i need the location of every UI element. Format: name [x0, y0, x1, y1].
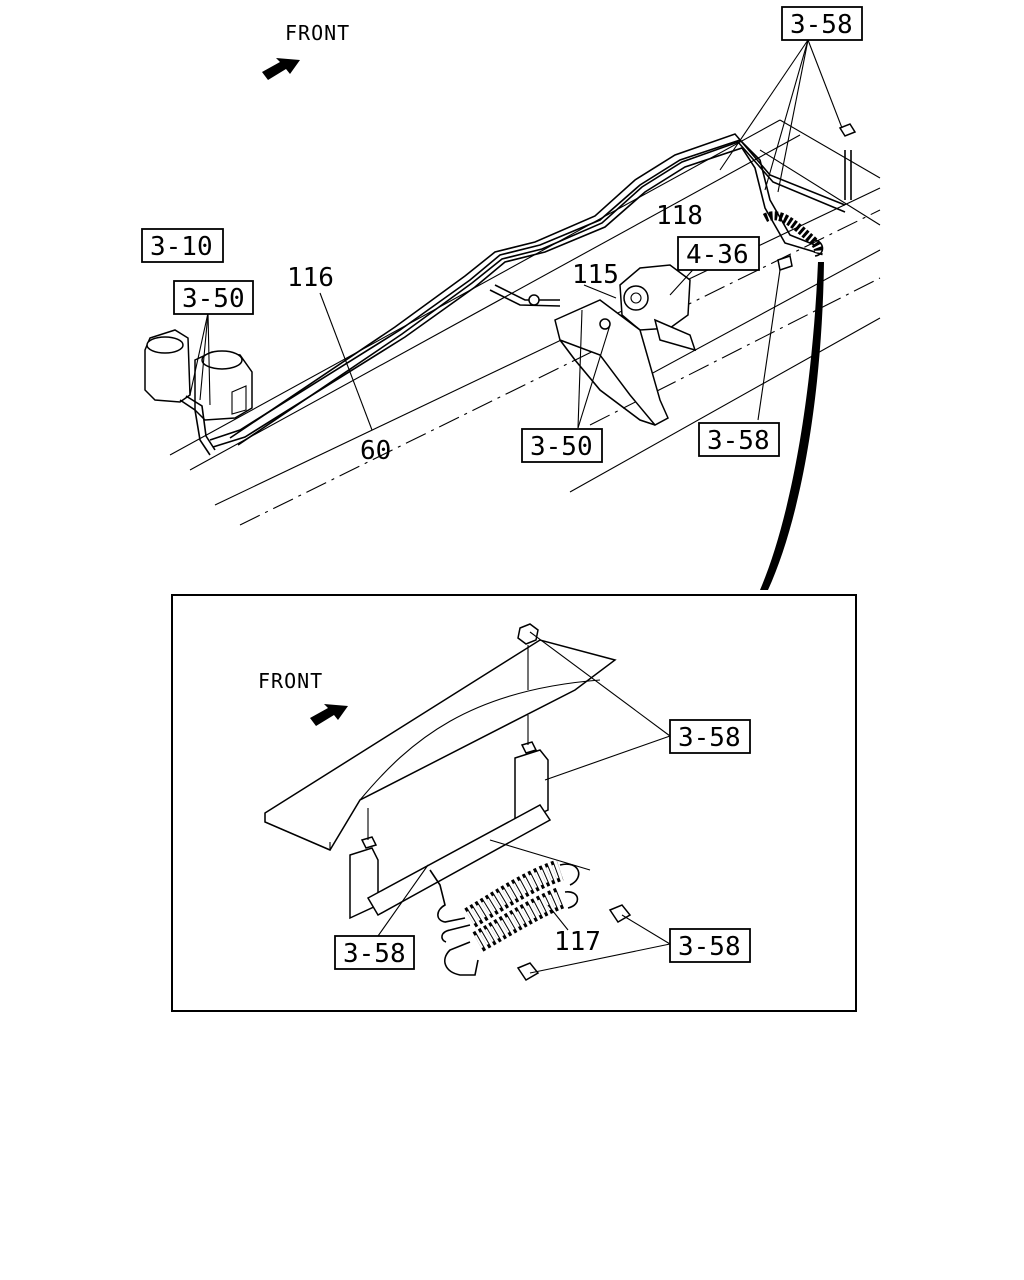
svg-text:3-58: 3-58	[678, 723, 741, 753]
front-arrow-detail-icon	[310, 704, 348, 726]
part-117-label: 117	[554, 927, 601, 957]
front-label-detail: FRONT	[258, 669, 323, 693]
reservoir-tank	[144, 329, 253, 456]
callout-3-50-bottom: 3-50	[521, 428, 603, 463]
overview-view: FRONT	[141, 6, 881, 590]
return-and-feed-pipes	[209, 133, 846, 448]
callout-3-58-upper: 3-58	[669, 719, 751, 754]
callout-4-36: 4-36	[677, 236, 760, 271]
bolts	[360, 623, 632, 982]
part-118-label: 118	[656, 201, 703, 231]
svg-text:3-58: 3-58	[343, 939, 406, 969]
svg-text:3-50: 3-50	[530, 432, 593, 462]
front-arrow-icon	[262, 58, 300, 80]
oil-cooler-overview	[762, 123, 857, 271]
oil-cooler-detail-view: FRONT	[171, 594, 857, 1012]
part-60-label: 60	[360, 436, 391, 466]
callout-3-58-right: 3-58	[698, 422, 780, 457]
svg-text:4-36: 4-36	[686, 240, 749, 270]
front-label-top: FRONT	[285, 21, 350, 45]
leader-lines-top	[189, 39, 843, 431]
part-115-label: 115	[572, 260, 619, 290]
frame-rails	[169, 119, 881, 526]
callout-3-10: 3-10	[141, 228, 224, 263]
svg-text:3-58: 3-58	[678, 932, 741, 962]
detail-connector	[760, 262, 824, 590]
callout-3-50-left: 3-50	[173, 280, 254, 315]
part-116-label: 116	[287, 263, 334, 293]
svg-text:3-58: 3-58	[707, 426, 770, 456]
svg-text:3-10: 3-10	[150, 232, 213, 262]
callout-3-58-lower: 3-58	[669, 928, 751, 963]
callout-3-58-top: 3-58	[781, 6, 863, 41]
steering-gear-box	[528, 264, 697, 426]
cooler-coils	[429, 859, 580, 976]
callout-3-58-left: 3-58	[334, 935, 415, 970]
crossmember-plate	[264, 639, 617, 920]
svg-text:3-50: 3-50	[182, 284, 245, 314]
svg-text:3-58: 3-58	[790, 10, 853, 40]
leader-lines-detail	[377, 631, 671, 974]
